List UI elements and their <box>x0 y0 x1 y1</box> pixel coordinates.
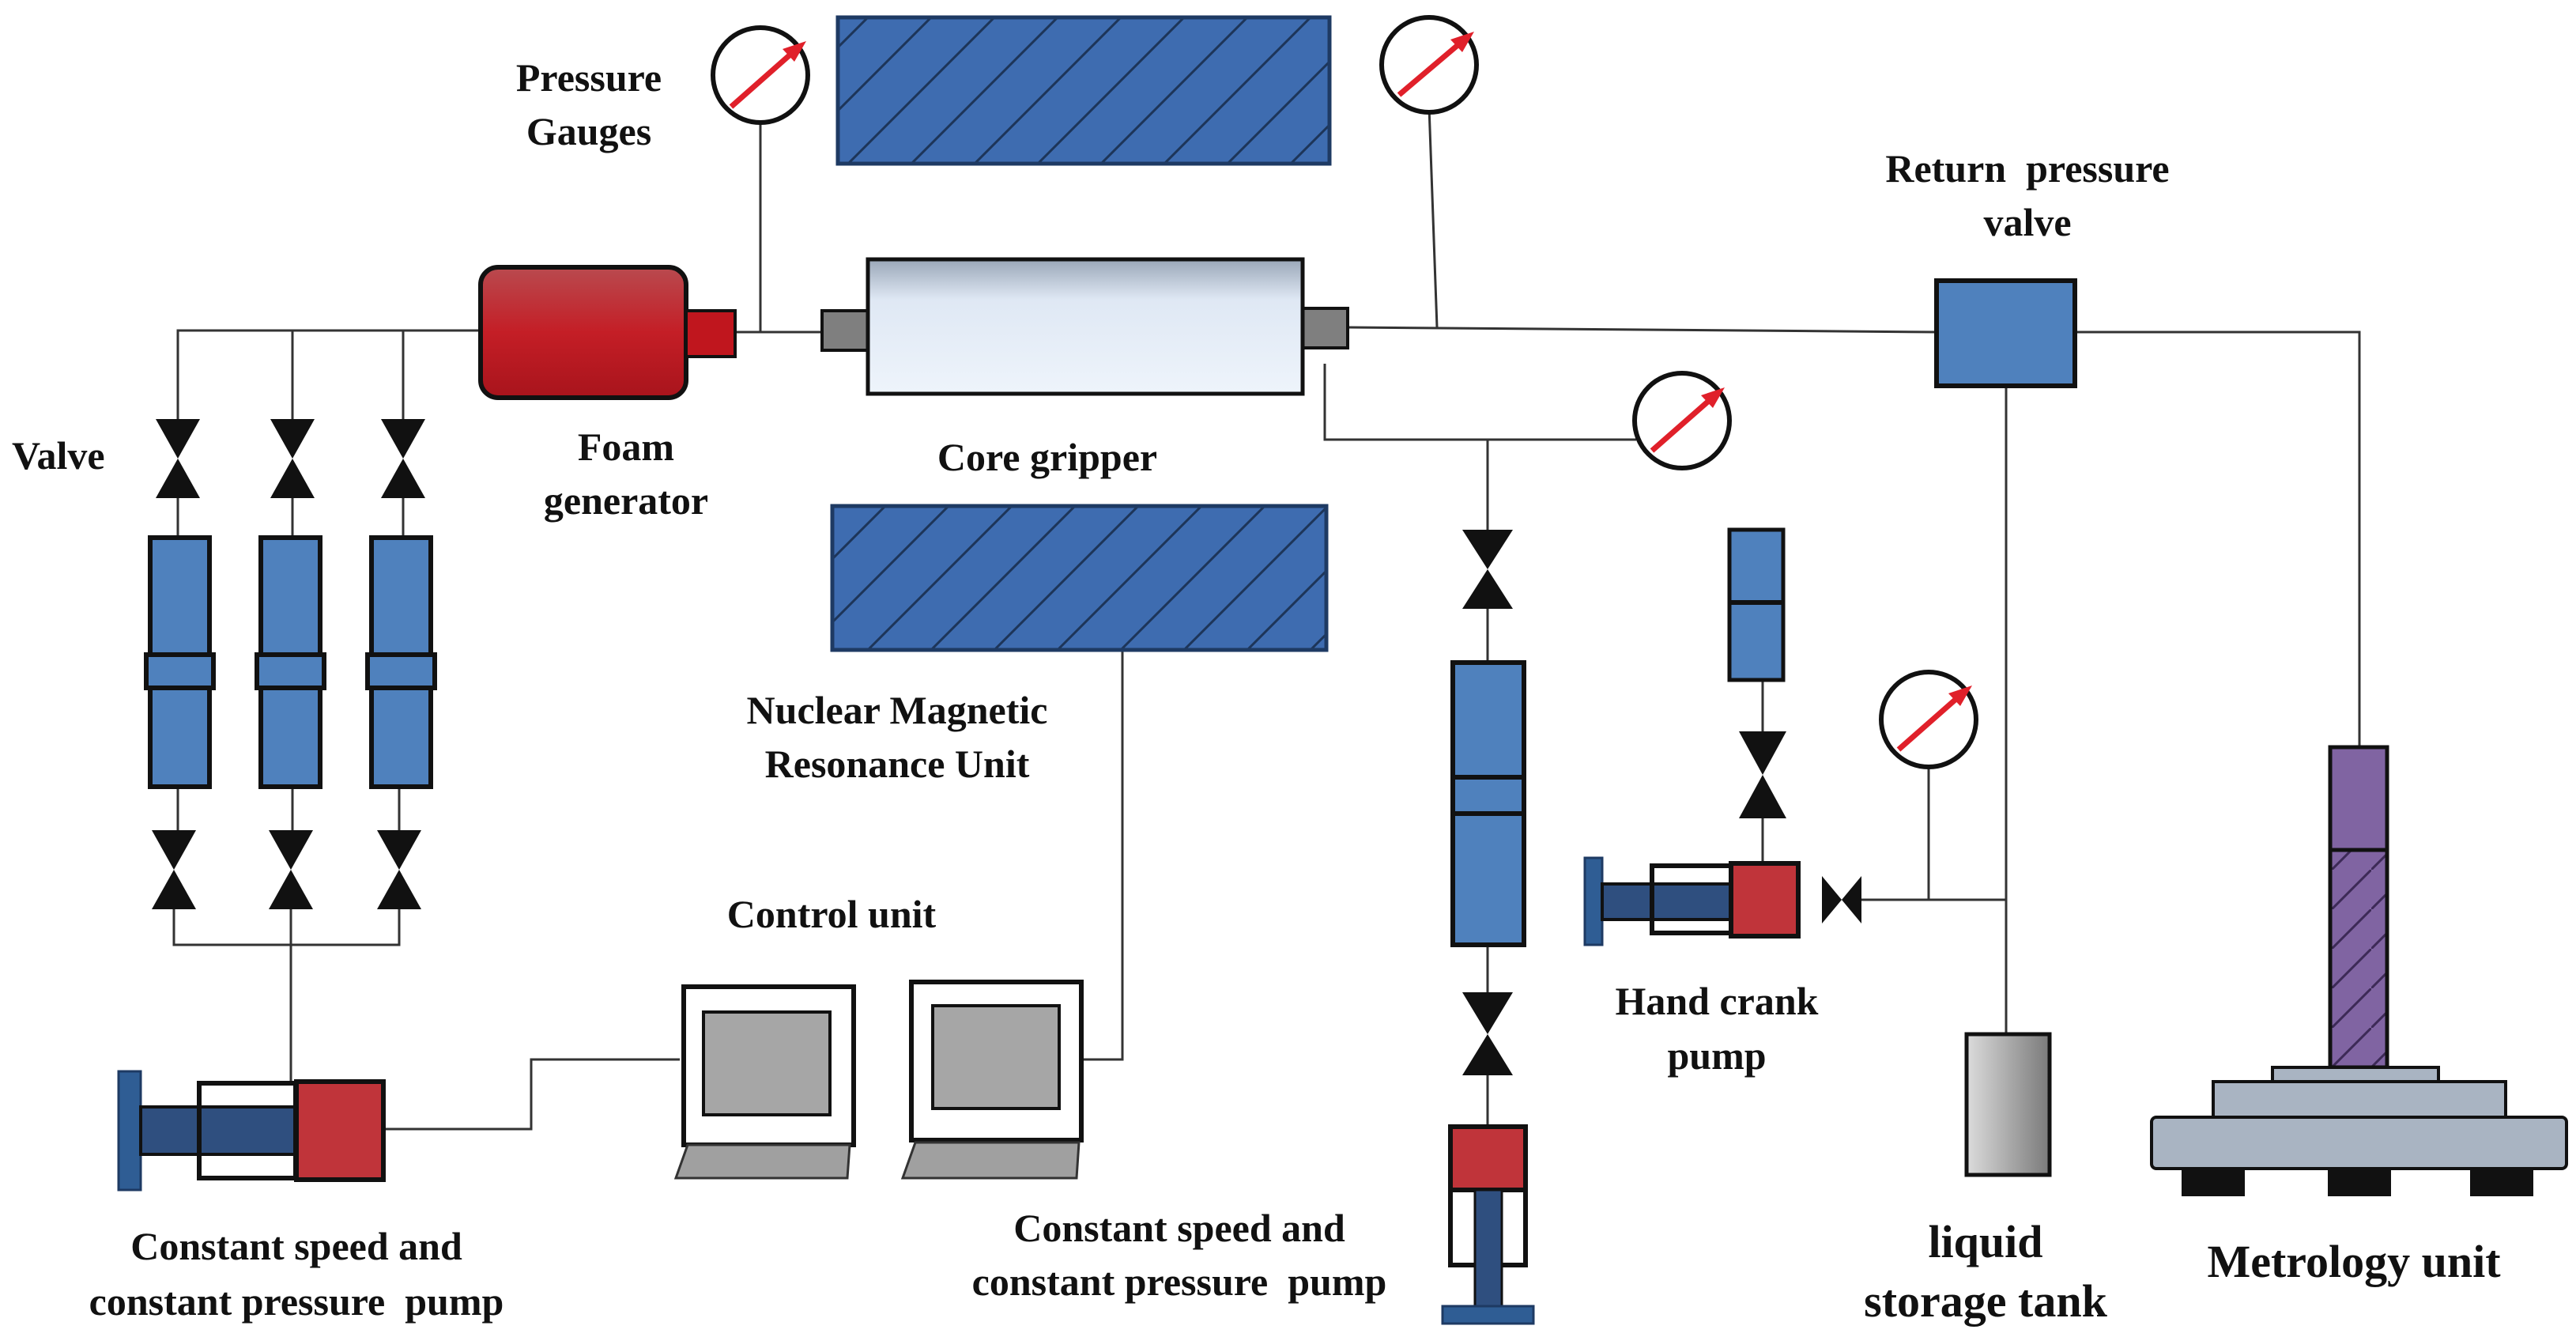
label-middle-pump: Constant speed and <box>1013 1206 1345 1250</box>
valve-icon <box>152 830 196 909</box>
label-left-pump: Constant speed and <box>130 1224 462 1268</box>
valve-icon <box>156 419 200 498</box>
pipe-network <box>172 106 2361 1131</box>
nmr-magnet-lower <box>830 504 1329 652</box>
laptop-computer-icon <box>673 984 856 1180</box>
valve-icon <box>269 830 313 909</box>
label-foam-generator: generator <box>544 478 708 523</box>
valve-icon <box>1739 731 1786 818</box>
valve-icon <box>1462 992 1513 1075</box>
intermediate-vessel-middle <box>1450 660 1526 947</box>
pressure-gauge-icon <box>1379 15 1479 115</box>
label-nmr-unit: Resonance Unit <box>765 742 1030 786</box>
label-left-pump: constant pressure pump <box>89 1279 504 1324</box>
pressure-gauge-icon <box>1632 371 1732 470</box>
label-valve: Valve <box>12 433 105 478</box>
intermediate-vessel <box>365 535 437 789</box>
label-return-pressure-valve: valve <box>1983 200 2071 244</box>
valve-icon <box>377 830 421 909</box>
metrology-unit <box>2150 745 2568 1196</box>
foam-generator <box>478 265 737 400</box>
valve-icon <box>381 419 425 498</box>
label-liquid-storage-tank: storage tank <box>1864 1275 2107 1327</box>
label-liquid-storage-tank: liquid <box>1928 1216 2042 1267</box>
label-foam-generator: Foam <box>578 425 674 469</box>
laptop-computer-icon <box>900 980 1084 1180</box>
label-hand-crank-pump: pump <box>1667 1033 1766 1078</box>
hand-crank-pump-reservoir <box>1727 527 1786 682</box>
valve-icon <box>270 419 315 498</box>
liquid-storage-tank <box>1964 1032 2052 1177</box>
intermediate-vessel <box>144 535 216 789</box>
valve-icon <box>1462 530 1513 609</box>
label-metrology-unit: Metrology unit <box>2207 1236 2501 1287</box>
pressure-gauge-icon <box>711 25 810 125</box>
intermediate-vessel <box>255 535 326 789</box>
label-nmr-unit: Nuclear Magnetic <box>747 688 1048 732</box>
return-pressure-valve <box>1934 278 2077 388</box>
label-control-unit: Control unit <box>727 892 937 936</box>
constant-pressure-pump-middle <box>1441 1124 1535 1325</box>
hand-crank-pump <box>1583 856 1801 946</box>
nmr-magnet-upper <box>835 15 1332 166</box>
label-core-gripper: Core gripper <box>937 435 1157 479</box>
label-middle-pump: constant pressure pump <box>972 1260 1387 1304</box>
core-gripper <box>820 257 1349 396</box>
pressure-gauge-icon <box>1879 670 1978 769</box>
label-pressure-gauges: Gauges <box>526 109 651 153</box>
label-pressure-gauges: Pressure <box>516 55 662 100</box>
label-return-pressure-valve: Return pressure <box>1885 146 2169 191</box>
constant-pressure-pump-left <box>117 1070 386 1192</box>
valve-icon <box>1822 876 1861 923</box>
label-hand-crank-pump: Hand crank <box>1615 979 1818 1023</box>
